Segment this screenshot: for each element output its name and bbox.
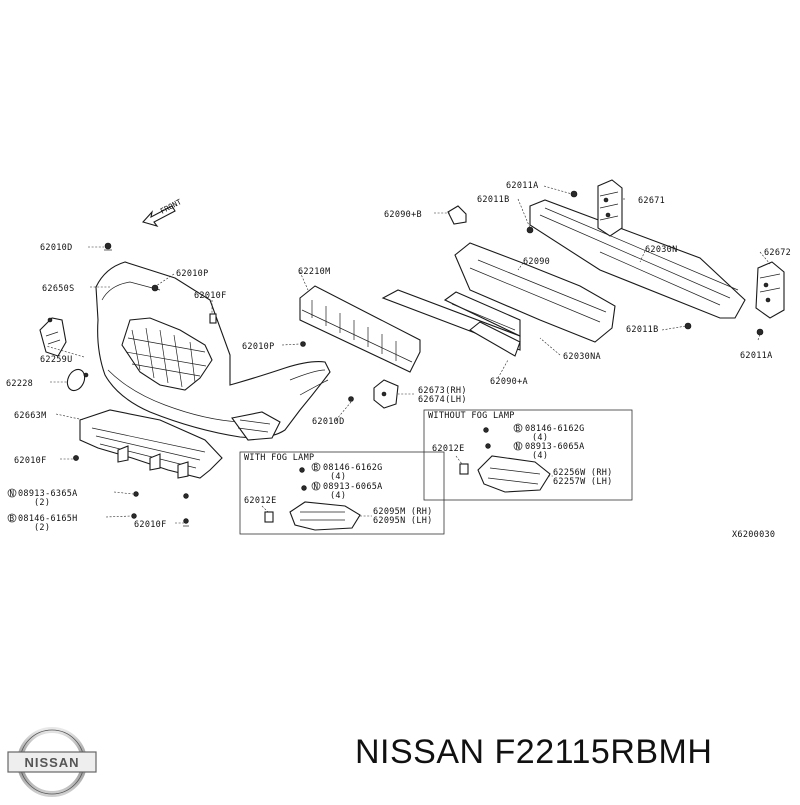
fog-label-62012E: 62012E bbox=[244, 496, 277, 506]
reinforcement-lower bbox=[381, 242, 616, 357]
svg-text:B: B bbox=[10, 514, 15, 523]
label-62010F-bottom: 62010F bbox=[134, 520, 167, 530]
without-fog-lamp-box: WITHOUT FOG LAMP B 08146-6162G (4) N 089… bbox=[423, 409, 633, 501]
fog-label-62095M: 62095M (RH) bbox=[373, 507, 433, 517]
label-62090: 62090 bbox=[523, 257, 550, 267]
label-bolt-08913: 08913-6365A bbox=[18, 489, 78, 499]
label-62210M: 62210M bbox=[298, 267, 331, 277]
label-62674: 62674(LH) bbox=[418, 395, 467, 405]
fog-label-08913-qty: (4) bbox=[330, 491, 346, 501]
bumper-fascia bbox=[95, 261, 331, 441]
label-bolt-08913-qty: (2) bbox=[34, 498, 50, 508]
label-62650S: 62650S bbox=[42, 284, 75, 294]
bracket-62671 bbox=[597, 179, 623, 237]
label-62010D: 62010D bbox=[40, 243, 73, 253]
label-62011B-lower: 62011B bbox=[626, 325, 659, 335]
drawing-code: X6200030 bbox=[732, 530, 775, 540]
svg-text:N: N bbox=[516, 442, 521, 451]
label-62030NA: 62030NA bbox=[563, 352, 601, 362]
energy-absorber-62210M bbox=[299, 285, 421, 373]
label-62090B: 62090+B bbox=[384, 210, 422, 220]
label-62011B: 62011B bbox=[477, 195, 510, 205]
fog-label-08146: 08146-6162G bbox=[323, 463, 383, 473]
nofog-label-62012E: 62012E bbox=[432, 444, 465, 454]
clips-top bbox=[447, 190, 764, 336]
label-62672: 62672 bbox=[764, 248, 791, 258]
label-62671: 62671 bbox=[638, 196, 665, 206]
label-bolt-08146-qty: (2) bbox=[34, 523, 50, 533]
undercover-62663M bbox=[73, 409, 223, 499]
nofog-label-08913-qty: (4) bbox=[532, 451, 548, 461]
label-62011A-lower: 62011A bbox=[740, 351, 773, 361]
part-labels: 62010D 62650S 62010P 62010F 62259U 62228… bbox=[6, 181, 791, 533]
tow-cap-62228 bbox=[66, 368, 89, 392]
fasteners bbox=[104, 242, 354, 527]
side-bracket-62259U bbox=[39, 317, 67, 357]
part-number-title: NISSAN F22115RBMH bbox=[355, 733, 713, 771]
label-62010F: 62010F bbox=[194, 291, 227, 301]
logo-wordmark: NISSAN bbox=[24, 755, 79, 770]
nofog-label-08913: 08913-6065A bbox=[525, 442, 585, 452]
nofog-label-62257W: 62257W (LH) bbox=[553, 477, 613, 487]
label-62010D-mid: 62010D bbox=[312, 417, 345, 427]
label-62010F-lower: 62010F bbox=[14, 456, 47, 466]
bumper-beam-62030N bbox=[529, 199, 746, 319]
label-62228: 62228 bbox=[6, 379, 33, 389]
bracket-62673 bbox=[373, 379, 399, 409]
nofog-box-title: WITHOUT FOG LAMP bbox=[428, 411, 515, 421]
fog-label-08913: 08913-6065A bbox=[323, 482, 383, 492]
nofog-label-62256W: 62256W (RH) bbox=[553, 468, 613, 478]
svg-text:B: B bbox=[516, 424, 521, 433]
label-62090A: 62090+A bbox=[490, 377, 528, 387]
label-62011A: 62011A bbox=[506, 181, 539, 191]
label-62030N: 62030N bbox=[645, 245, 678, 255]
fog-label-08146-qty: (4) bbox=[330, 472, 346, 482]
svg-text:N: N bbox=[10, 489, 15, 498]
nissan-logo: NISSAN bbox=[7, 727, 97, 797]
label-62010P: 62010P bbox=[176, 269, 209, 279]
front-arrow: FRONT bbox=[142, 197, 183, 227]
bracket-62672 bbox=[755, 261, 785, 319]
label-62259U: 62259U bbox=[40, 355, 73, 365]
fog-box-title: WITH FOG LAMP bbox=[244, 453, 314, 463]
label-62663M: 62663M bbox=[14, 411, 47, 421]
nofog-label-08146-qty: (4) bbox=[532, 433, 548, 443]
label-62010P-mid: 62010P bbox=[242, 342, 275, 352]
fog-label-62095N: 62095N (LH) bbox=[373, 516, 433, 526]
svg-text:N: N bbox=[314, 482, 319, 491]
svg-text:B: B bbox=[314, 463, 319, 472]
label-62673: 62673(RH) bbox=[418, 386, 467, 396]
leader-lines bbox=[45, 185, 771, 524]
label-bolt-08146: 08146-6165H bbox=[18, 514, 78, 524]
with-fog-lamp-box: WITH FOG LAMP B 08146-6162G (4) N 08913-… bbox=[239, 451, 445, 535]
bolt-markers: N B bbox=[7, 488, 17, 523]
nofog-label-08146: 08146-6162G bbox=[525, 424, 585, 434]
